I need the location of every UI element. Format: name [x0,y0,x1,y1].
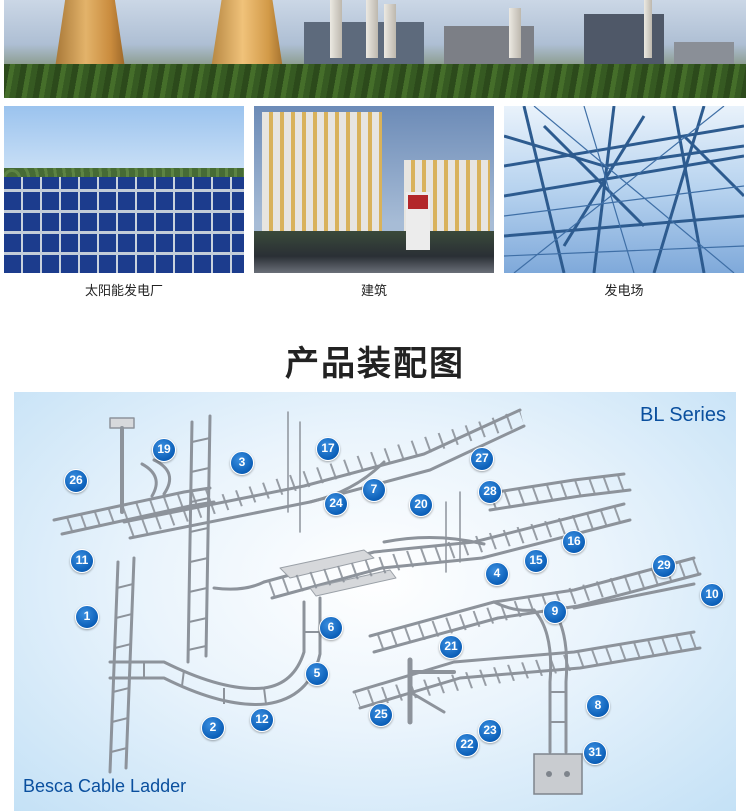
section-title: 产品装配图 [285,344,465,384]
hotel-sign [406,192,430,250]
part-number-badge: 24 [324,492,348,516]
cable-ladder-assembly-diagram: BL Series Besca Cable Ladder 19 17 3 27 … [14,392,736,811]
plant-building [304,22,424,72]
part-number-badge: 17 [316,437,340,461]
part-number-badge: 7 [362,478,386,502]
part-number-badge: 23 [478,719,502,743]
part-number-badge: 12 [250,708,274,732]
part-number-badge: 21 [439,635,463,659]
part-number-badge: 19 [152,438,176,462]
power-plant-banner [4,0,746,98]
part-number-badge: 26 [64,469,88,493]
chimney [384,4,396,58]
part-number-badge: 3 [230,451,254,475]
part-number-badge: 8 [586,694,610,718]
part-number-badge: 22 [455,733,479,757]
part-number-badge: 15 [524,549,548,573]
chimney [366,0,378,58]
part-number-badge: 27 [470,447,494,471]
part-number-badge: 2 [201,716,225,740]
chimney [644,0,652,58]
part-number-badge: 29 [652,554,676,578]
part-number-badge: 28 [478,480,502,504]
part-number-badge: 5 [305,662,329,686]
part-number-badge: 10 [700,583,724,607]
part-number-badge: 31 [583,741,607,765]
cooling-tower [210,0,284,70]
brand-label: Besca Cable Ladder [23,776,187,796]
photo-caption: 建筑 [360,284,387,299]
part-number-badge: 20 [409,493,433,517]
trees [4,64,746,98]
cooling-tower [54,0,126,70]
junction-box [533,753,583,795]
transmission-towers [504,106,744,273]
chimney [509,8,521,58]
part-number-badge: 1 [75,605,99,629]
series-label: BL Series [640,404,726,426]
part-number-badge: 6 [319,616,343,640]
ladder-drawing [52,408,702,795]
chimney [330,0,342,58]
photo-caption: 发电场 [604,284,644,299]
power-station-photo [504,106,744,273]
part-number-badge: 25 [369,703,393,727]
photo-caption: 太阳能发电厂 [84,284,163,299]
part-number-badge: 4 [485,562,509,586]
solar-plant-photo [4,106,244,273]
part-number-badge: 16 [562,530,586,554]
part-number-badge: 11 [70,549,94,573]
building-photo [254,106,494,273]
part-number-badge: 9 [543,600,567,624]
